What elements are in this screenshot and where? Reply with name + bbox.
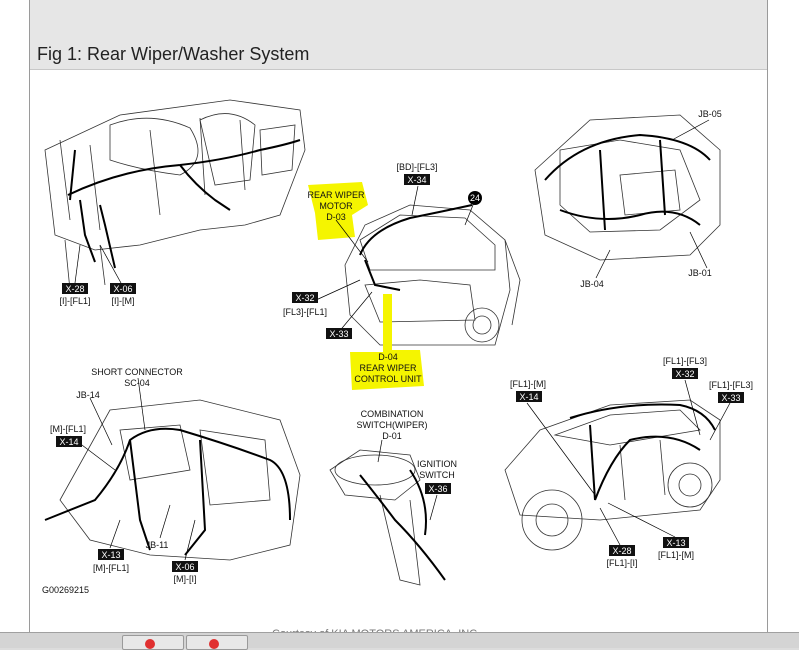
- page-right-border: [767, 0, 768, 632]
- x33-mid-label: X-33: [329, 329, 348, 339]
- x33-right-label: X-33: [721, 393, 740, 403]
- reference-circle-number: 24: [470, 193, 480, 203]
- m-i-label: [M]-[I]: [174, 574, 197, 584]
- sc04-label: SC-04: [124, 378, 150, 388]
- d04-code: D-04: [378, 352, 398, 362]
- switch-wiper-label: SWITCH(WIPER): [357, 420, 428, 430]
- ignition-switch-label: SWITCH: [419, 470, 455, 480]
- x13-br-label: X-13: [666, 538, 685, 548]
- jb05-label: JB-05: [698, 109, 722, 119]
- fl1-fl3-a-label: [FL1]-[FL3]: [663, 356, 707, 366]
- vehicle-drawing: [504, 399, 721, 551]
- ip-harness: [44, 427, 291, 556]
- d01-label: D-01: [382, 431, 402, 441]
- app-icon: [145, 639, 155, 649]
- x06-bl-label: X-06: [175, 562, 194, 572]
- d03-title: REAR WIPER: [307, 190, 365, 200]
- rear-wiper-control-unit-highlight: [350, 294, 424, 390]
- engine-harness: [544, 133, 711, 231]
- leader-lines: [69, 119, 731, 561]
- short-connector-label: SHORT CONNECTOR: [91, 367, 183, 377]
- jb14-label: JB-14: [76, 390, 100, 400]
- steering-column-drawing: [329, 449, 421, 586]
- steering-harness: [359, 469, 446, 581]
- x36-label: X-36: [428, 484, 447, 494]
- jb01-label: JB-01: [688, 268, 712, 278]
- m-fl1-bl-label: [M]-[FL1]: [93, 563, 129, 573]
- d03-code: D-03: [326, 212, 346, 222]
- fl3-fl1-label: [FL3]-[FL1]: [283, 307, 327, 317]
- rear-harness: [359, 204, 473, 291]
- x32-right-label: X-32: [675, 369, 694, 379]
- fl1-i-label: [FL1]-[I]: [606, 558, 637, 568]
- taskbar-button-1[interactable]: [122, 635, 184, 650]
- rear-wiper-motor-highlight: [308, 182, 368, 240]
- figure-title: Fig 1: Rear Wiper/Washer System: [37, 44, 310, 64]
- d03-line2: MOTOR: [319, 201, 353, 211]
- i-m-label: [I]-[M]: [112, 296, 135, 306]
- x14-right-label: X-14: [519, 392, 538, 402]
- x34-label: X-34: [407, 175, 426, 185]
- ignition-label: IGNITION: [417, 459, 457, 469]
- fl1-m-right-label: [FL1]-[M]: [510, 379, 546, 389]
- x28-top-label: X-28: [65, 284, 84, 294]
- taskbar: [0, 632, 799, 650]
- wiring-diagram: 24 REAR WIPER MOTOR D-03 [BD]-[FL3] X-34…: [42, 99, 753, 595]
- figure-header: Fig 1: Rear Wiper/Washer System: [30, 0, 767, 70]
- x32-mid-label: X-32: [295, 293, 314, 303]
- m-fl1-left-label: [M]-[FL1]: [50, 424, 86, 434]
- taskbar-button-2[interactable]: [186, 635, 248, 650]
- vehicle-harness: [569, 403, 716, 501]
- figure-id-label: G00269215: [42, 585, 89, 595]
- ip-beam-drawing: [59, 399, 301, 561]
- app-icon: [209, 639, 219, 649]
- x06-top-label: X-06: [113, 284, 132, 294]
- fl1-m-br-label: [FL1]-[M]: [658, 550, 694, 560]
- x14-left-label: X-14: [59, 437, 78, 447]
- dashboard-drawing: [44, 99, 306, 291]
- d04-title: REAR WIPER: [359, 363, 417, 373]
- x28-br-label: X-28: [612, 546, 631, 556]
- d04-line2: CONTROL UNIT: [354, 374, 422, 384]
- x13-bl-label: X-13: [101, 550, 120, 560]
- page-left-border: [29, 0, 30, 632]
- jb04-label: JB-04: [580, 279, 604, 289]
- reference-circle: [468, 191, 482, 205]
- fl1-fl3-b-label: [FL1]-[FL3]: [709, 380, 753, 390]
- connector-boxes: [56, 174, 744, 572]
- bd-fl3-label: [BD]-[FL3]: [396, 162, 437, 172]
- i-fl1-label: [I]-[FL1]: [59, 296, 90, 306]
- dashboard-harness: [67, 139, 301, 269]
- jb11-label: JB-11: [146, 540, 169, 550]
- combination-label: COMBINATION: [361, 409, 424, 419]
